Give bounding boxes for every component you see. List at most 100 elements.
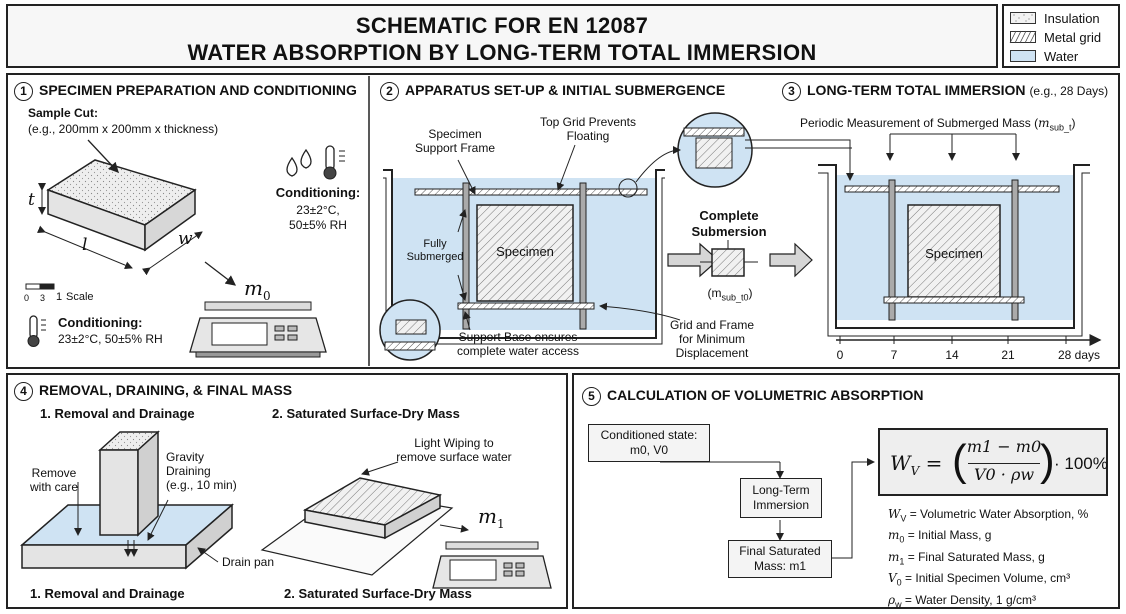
timeline-tick-28: 28 days (1058, 348, 1101, 362)
timeline-tick-21: 21 (1001, 348, 1015, 362)
mass-m1-symbol: m (478, 504, 497, 528)
water-swatch-icon (1010, 50, 1036, 62)
mass-m0-label: m0 (244, 278, 271, 306)
fully-submerged-line-2: Submerged (406, 251, 464, 263)
thermometer-icon (323, 145, 345, 180)
weighing-scale-icon (189, 301, 327, 358)
gravity-draining-label: Gravity Draining (e.g., 10 min) (166, 450, 237, 492)
formula-denominator: V0 · ρw (973, 465, 1035, 484)
def-m0-sub: 0 (899, 534, 905, 545)
periodic-close: ) (1071, 116, 1076, 130)
support-frame-line-2: Support Frame (414, 141, 496, 155)
grid-frame-line-2: for Minimum (678, 332, 745, 346)
process-arrow-icon (667, 242, 719, 278)
draining-specimen-icon (98, 430, 160, 537)
specimen-label-p2: Specimen (496, 244, 554, 259)
formula-lhs-sub: V (910, 464, 920, 478)
def-m0-text: = Initial Mass, g (907, 528, 992, 543)
weighing-scale-2-icon (432, 541, 552, 589)
caption-1: 1. Removal and Drainage (30, 586, 185, 601)
scale-label: Scale (66, 291, 94, 303)
scale-tick-3: 3 (40, 293, 46, 303)
remove-care-label: Remove with care (24, 466, 84, 494)
immersion-line-2: Immersion (752, 498, 809, 512)
panel-3-title-note: (e.g., 28 Days) (1029, 84, 1109, 99)
formula-lhs-symbol: W (890, 451, 911, 475)
complete-submersion-label: Complete Submersion (688, 208, 770, 240)
magnifier-grid-icon (618, 112, 753, 198)
formula-numerator: m1 − m0 (966, 437, 1042, 456)
def-rho-sym: ρ (888, 592, 896, 607)
grid-frame-line-1: Grid and Frame (669, 318, 755, 332)
definition-m0: m0 = Initial Mass, g (888, 527, 1088, 548)
final-line-2: Mass: m1 (753, 559, 806, 573)
support-base-line-2: complete water access (456, 344, 580, 358)
title-line-2: WATER ABSORPTION BY LONG-TERM TOTAL IMME… (187, 40, 817, 65)
final-line-1: Final Saturated (739, 544, 821, 558)
final-mass-box: Final Saturated Mass: m1 (728, 540, 832, 578)
legend-label-metal-grid: Metal grid (1044, 29, 1102, 45)
definition-v0: V0 = Initial Specimen Volume, cm³ (888, 570, 1088, 591)
small-submersion-icon (700, 240, 758, 277)
timeline-tick-0: 0 (836, 348, 844, 362)
formula-paren-right: ) (1040, 436, 1055, 485)
panel-3-title-text: LONG-TERM TOTAL IMMERSION (807, 82, 1026, 99)
mass-sub-t0-sub: sub_t0 (721, 292, 749, 303)
fully-submerged-label: Fully Submerged (402, 238, 468, 264)
scale-tick-0: 0 (24, 293, 30, 303)
definitions-list: WV = Volumetric Water Absorption, % m0 =… (888, 506, 1088, 613)
def-wv-sub: V (900, 513, 907, 524)
periodic-sub: sub_t (1049, 122, 1072, 133)
grid-frame-label: Grid and Frame for Minimum Displacement (662, 318, 762, 360)
legend-item-metal-grid: Metal grid (1009, 29, 1102, 45)
metal-grid-swatch-icon (1009, 30, 1037, 44)
gravity-line-2: Draining (166, 464, 211, 478)
formula-fraction-bar (968, 463, 1040, 464)
def-rho-text: = Water Density, 1 g/cm³ (904, 592, 1036, 607)
step-2-title: 2. Saturated Surface-Dry Mass (272, 406, 460, 421)
periodic-m: m (1038, 116, 1050, 130)
mass-m1-label: m1 (478, 506, 505, 534)
remove-care-line-1: Remove (31, 466, 77, 480)
legend-label-insulation: Insulation (1044, 10, 1100, 26)
title-banner: SCHEMATIC FOR EN 12087 WATER ABSORPTION … (6, 4, 998, 68)
support-frame-line-1: Specimen (428, 127, 482, 141)
def-m1-text: = Final Saturated Mass, g (907, 549, 1045, 564)
panel-5-title-text: CALCULATION OF VOLUMETRIC ABSORPTION (607, 387, 924, 404)
panel-1-title-text: SPECIMEN PREPARATION AND CONDITIONING (39, 82, 357, 99)
conditioning-temp: 23±2°C, (296, 203, 340, 217)
formula-factor: · 100% (1054, 454, 1108, 473)
water-drops-icon (286, 148, 312, 177)
conditioning-rh: 50±5% RH (289, 218, 347, 232)
def-m1-sym: m (888, 549, 900, 564)
conditioning-title: Conditioning: (275, 185, 361, 200)
panel-5-title: 5 CALCULATION OF VOLUMETRIC ABSORPTION (582, 387, 924, 406)
mass-m0-symbol: m (244, 276, 263, 300)
definition-wv: WV = Volumetric Water Absorption, % (888, 506, 1088, 527)
timeline-tick-14: 14 (945, 348, 959, 362)
immersion-line-1: Long-Term (752, 483, 810, 497)
legend-item-insulation: Insulation (1010, 10, 1100, 26)
complete-submersion-line-2: Submersion (691, 224, 767, 239)
conditioned-line-1: Conditioned state: (600, 428, 698, 442)
timeline-axis (836, 334, 1102, 346)
conditioning-2-text: 23±2°C, 50±5% RH (58, 332, 163, 346)
def-rho-sub: w (895, 598, 902, 609)
def-m1-sub: 1 (899, 556, 905, 567)
insulation-swatch-icon (1010, 12, 1036, 24)
sample-cut-dims: (e.g., 200mm x 200mm x thickness) (28, 122, 219, 136)
definition-rho: ρw = Water Density, 1 g/cm³ (888, 592, 1088, 613)
panel-2-number: 2 (380, 82, 399, 101)
panel-4-title-text: REMOVAL, DRAINING, & FINAL MASS (39, 382, 293, 399)
panel-4-number: 4 (14, 382, 33, 401)
specimen-block-icon (46, 159, 197, 252)
def-wv-text: = Volumetric Water Absorption, % (909, 507, 1089, 521)
dim-l-label: l (82, 235, 88, 255)
thermometer-small-icon (27, 315, 46, 347)
panel-5-number: 5 (582, 387, 601, 406)
legend-item-water: Water (1010, 48, 1078, 64)
mass-sub-t0-symbol: (m (707, 286, 722, 300)
mass-m0-sub: 0 (262, 289, 271, 303)
